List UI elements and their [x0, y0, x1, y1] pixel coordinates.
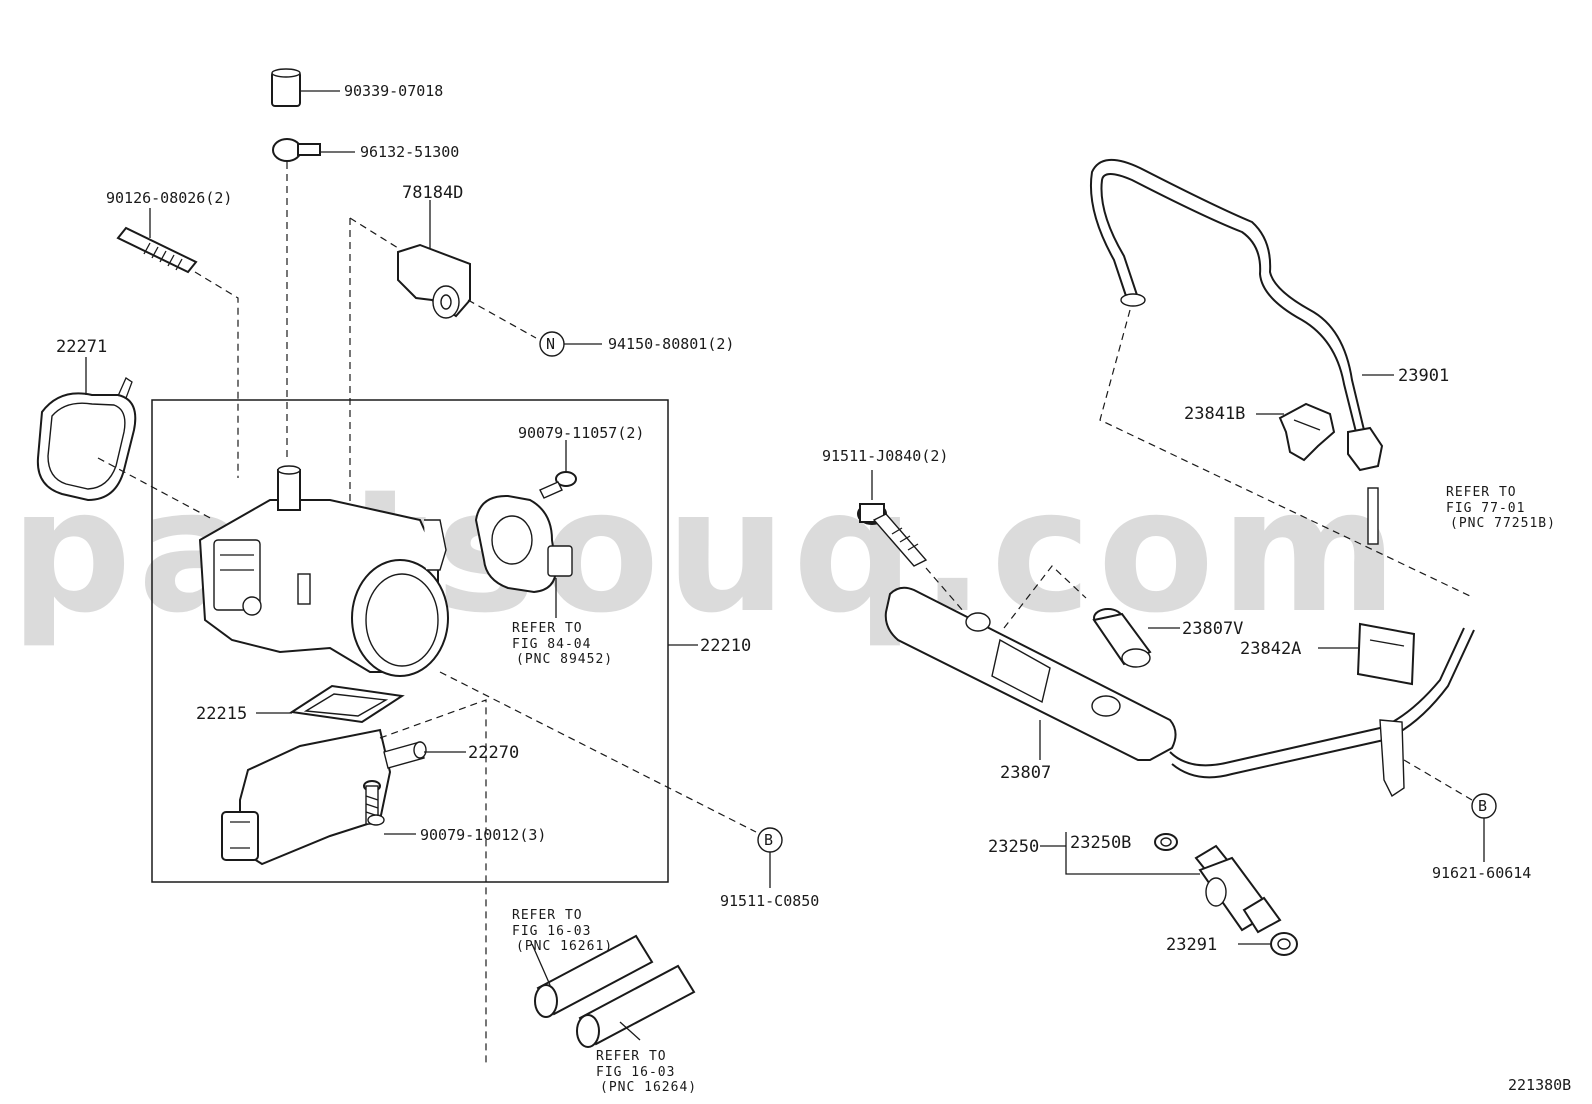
label-23250b[interactable]: 23250B [1070, 833, 1131, 853]
fuel-delivery-pipe-23807-icon [884, 586, 1177, 761]
label-22270[interactable]: 22270 [468, 743, 519, 763]
cap-90339-icon [271, 68, 301, 107]
ref-fig8404-line1[interactable]: REFER TO [512, 621, 583, 636]
label-23807[interactable]: 23807 [1000, 763, 1051, 783]
callout-n-letter: N [546, 335, 555, 353]
screw-90079-11057-icon [539, 471, 577, 499]
figure-code: 221380B [1508, 1076, 1571, 1094]
throttle-position-sensor-icon [474, 494, 573, 594]
label-22215[interactable]: 22215 [196, 704, 247, 724]
label-96132-51300[interactable]: 96132-51300 [360, 143, 459, 161]
ref-fig1603a-line1[interactable]: REFER TO [512, 908, 583, 923]
insulator-23807v-icon [1092, 608, 1152, 668]
ref-fig7701-line2[interactable]: FIG 77-01 [1446, 501, 1525, 516]
fuel-hose-23901-icon [1089, 159, 1384, 545]
o-ring-23250b-inner [1160, 837, 1172, 847]
label-94150-80801[interactable]: 94150-80801(2) [608, 335, 734, 353]
gasket-22271-icon [36, 377, 137, 502]
ref-fig8404-line2[interactable]: FIG 84-04 [512, 637, 591, 652]
hose-16261-icon [534, 934, 654, 1018]
ref-fig1603b-line2[interactable]: FIG 16-03 [596, 1065, 675, 1080]
pipe-bracket-icon [1379, 719, 1405, 798]
fuel-injector-23250-icon [1194, 844, 1282, 934]
ref-fig1603b-line1[interactable]: REFER TO [596, 1049, 667, 1064]
callout-b-left-letter: B [764, 831, 773, 849]
clamp-23841-icon [1278, 402, 1336, 462]
label-23250[interactable]: 23250 [988, 837, 1039, 857]
label-90126-08026[interactable]: 90126-08026(2) [106, 189, 232, 207]
label-78184d[interactable]: 78184D [402, 183, 463, 203]
label-23291[interactable]: 23291 [1166, 935, 1217, 955]
ref-fig7701-line1[interactable]: REFER TO [1446, 485, 1517, 500]
leader-16264 [619, 1021, 641, 1041]
label-22271[interactable]: 22271 [56, 337, 107, 357]
guide-23901 [1099, 309, 1471, 597]
throttle-body-assembly-box [151, 399, 669, 883]
guide-22270 [379, 699, 487, 1064]
bolt-91511-j0840-icon [857, 503, 928, 567]
label-22210[interactable]: 22210 [700, 636, 751, 656]
label-90079-11057[interactable]: 90079-11057(2) [518, 424, 644, 442]
label-91511-j0840[interactable]: 91511-J0840(2) [822, 447, 948, 465]
ref-fig1603a-line3[interactable]: (PNC 16261) [516, 939, 613, 954]
label-91621-60614[interactable]: 91621-60614 [1432, 864, 1531, 882]
guide-22271 [97, 457, 215, 521]
guide-b-right [1403, 759, 1473, 801]
ref-fig1603b-line3[interactable]: (PNC 16264) [600, 1080, 697, 1095]
gasket-22215-icon [289, 684, 405, 724]
throttle-body-22210-icon [198, 465, 449, 677]
label-23841b[interactable]: 23841B [1184, 404, 1245, 424]
ref-fig7701-line3[interactable]: (PNC 77251B) [1450, 516, 1556, 531]
label-91511-c0850[interactable]: 91511-C0850 [720, 892, 819, 910]
label-90079-10012[interactable]: 90079-10012(3) [420, 826, 546, 844]
idle-speed-valve-22270-icon [221, 728, 427, 866]
label-23807v[interactable]: 23807V [1182, 619, 1243, 639]
clip-23842-icon [1356, 622, 1416, 686]
label-90339-07018[interactable]: 90339-07018 [344, 82, 443, 100]
guide-91511j [925, 567, 965, 613]
bracket-78184-icon [397, 243, 471, 319]
leader-16261 [531, 943, 551, 986]
guide-94150 [467, 299, 537, 339]
hose-16264-icon [576, 964, 696, 1048]
label-23842a[interactable]: 23842A [1240, 639, 1301, 659]
stud-90126-icon [116, 226, 198, 274]
label-23901[interactable]: 23901 [1398, 366, 1449, 386]
ref-fig1603a-line2[interactable]: FIG 16-03 [512, 924, 591, 939]
screw-90079-10012-icon [363, 780, 385, 826]
fuel-pipe-outline [1171, 629, 1475, 779]
guide-78184b [349, 217, 399, 249]
guide-90126 [194, 271, 239, 478]
fitting-96132-icon [272, 138, 321, 162]
o-ring-23291-icon [1270, 932, 1298, 956]
ref-fig8404-line3[interactable]: (PNC 89452) [516, 652, 613, 667]
guide-23807v [1003, 565, 1087, 629]
callout-b-right-letter: B [1478, 797, 1487, 815]
